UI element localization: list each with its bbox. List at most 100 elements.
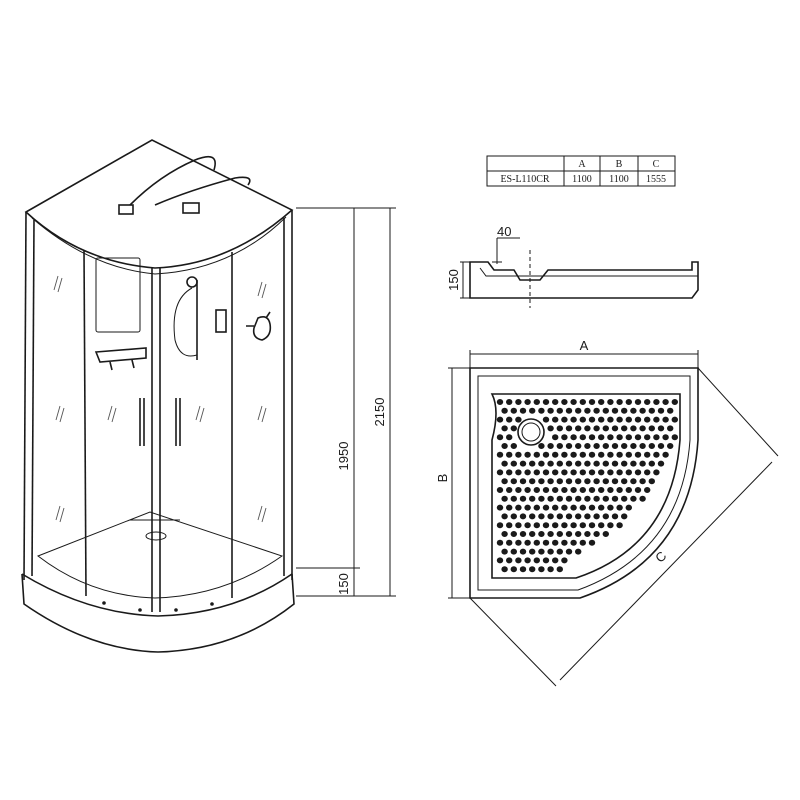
anti-slip-dot bbox=[575, 478, 582, 485]
anti-slip-dot bbox=[579, 399, 586, 405]
anti-slip-dot bbox=[630, 407, 637, 414]
anti-slip-dot bbox=[538, 548, 545, 555]
anti-slip-dot bbox=[561, 504, 568, 511]
anti-slip-dot bbox=[501, 513, 508, 520]
anti-slip-dot bbox=[538, 460, 545, 467]
anti-slip-dot bbox=[501, 443, 508, 449]
anti-slip-dot bbox=[657, 407, 665, 414]
spec-table: A B C ES-L110CR 1100 1100 1555 bbox=[486, 155, 676, 187]
door-handles bbox=[139, 398, 181, 446]
anti-slip-dot bbox=[575, 407, 582, 414]
anti-slip-dot bbox=[547, 443, 554, 449]
anti-slip-dot bbox=[506, 434, 513, 441]
anti-slip-dot bbox=[630, 495, 637, 502]
anti-slip-dot bbox=[579, 539, 586, 546]
anti-slip-dot bbox=[588, 522, 596, 529]
anti-slip-dot bbox=[593, 443, 600, 449]
anti-slip-dot bbox=[639, 495, 646, 502]
anti-slip-dot bbox=[529, 407, 536, 414]
anti-slip-dot bbox=[533, 539, 540, 546]
anti-slip-dot bbox=[588, 469, 596, 476]
anti-slip-dot bbox=[552, 487, 559, 493]
anti-slip-dot bbox=[570, 522, 577, 529]
anti-slip-dot bbox=[533, 522, 540, 529]
anti-slip-dot bbox=[653, 399, 660, 405]
anti-slip-dot bbox=[552, 504, 559, 511]
anti-slip-dot bbox=[561, 557, 568, 564]
tray-skirt bbox=[21, 573, 295, 653]
anti-slip-dot bbox=[565, 548, 573, 555]
anti-slip-dot bbox=[598, 451, 605, 458]
anti-slip-dot bbox=[598, 416, 605, 423]
anti-slip-dot bbox=[584, 495, 591, 502]
anti-slip-dot bbox=[515, 487, 522, 493]
anti-slip-dot bbox=[542, 557, 550, 564]
anti-slip-dot bbox=[547, 531, 554, 537]
anti-slip-dot bbox=[602, 425, 609, 432]
anti-slip-dot bbox=[496, 487, 504, 493]
anti-slip-dot bbox=[588, 539, 596, 546]
anti-slip-dot bbox=[588, 504, 596, 511]
anti-slip-dot bbox=[621, 478, 628, 485]
anti-slip-dot bbox=[602, 531, 609, 537]
anti-slip-dot bbox=[662, 399, 669, 405]
anti-slip-dot bbox=[556, 566, 563, 573]
spec-value-b: 1100 bbox=[609, 174, 629, 185]
anti-slip-dot bbox=[621, 425, 628, 432]
anti-slip-dot bbox=[565, 513, 573, 520]
anti-slip-dot bbox=[607, 451, 614, 458]
anti-slip-dot bbox=[501, 495, 508, 502]
cabin-roof-rim bbox=[31, 216, 287, 275]
anti-slip-dot bbox=[570, 416, 577, 423]
anti-slip-dot bbox=[639, 460, 646, 467]
anti-slip-dot bbox=[570, 469, 577, 476]
anti-slip-dot bbox=[671, 416, 678, 423]
anti-slip-dot bbox=[519, 478, 527, 485]
anti-slip-dot bbox=[542, 487, 550, 493]
door-left-frame bbox=[83, 249, 87, 597]
anti-slip-dot bbox=[542, 399, 550, 405]
anti-slip-dot bbox=[524, 399, 531, 405]
total-height-label: 2150 bbox=[372, 398, 387, 427]
anti-slip-dot bbox=[616, 487, 623, 493]
anti-slip-dot bbox=[575, 460, 582, 467]
anti-slip-dot bbox=[634, 469, 642, 476]
anti-slip-dot bbox=[547, 548, 554, 555]
anti-slip-dot bbox=[496, 416, 504, 423]
anti-slip-dot bbox=[533, 487, 540, 493]
anti-slip-dot bbox=[496, 522, 504, 529]
anti-slip-dot bbox=[542, 504, 550, 511]
anti-slip-dot bbox=[524, 522, 531, 529]
anti-slip-dot bbox=[598, 522, 605, 529]
anti-slip-dot bbox=[648, 407, 655, 414]
anti-slip-dot bbox=[524, 557, 531, 564]
anti-slip-dot bbox=[611, 495, 619, 502]
anti-slip-dot bbox=[584, 460, 591, 467]
anti-slip-dot bbox=[515, 399, 522, 405]
anti-slip-dot bbox=[501, 566, 508, 573]
tray-floor bbox=[36, 511, 284, 599]
anti-slip-dot bbox=[598, 504, 605, 511]
anti-slip-dot bbox=[561, 522, 568, 529]
anti-slip-dot bbox=[556, 495, 563, 502]
anti-slip-dot bbox=[510, 425, 517, 432]
anti-slip-dot bbox=[662, 416, 669, 423]
anti-slip-dot bbox=[579, 504, 586, 511]
spec-value-c: 1555 bbox=[646, 174, 666, 185]
roof-vent-icon bbox=[182, 202, 200, 214]
roof-hose-icon bbox=[129, 155, 251, 206]
anti-slip-dot bbox=[593, 513, 600, 520]
anti-slip-dot bbox=[584, 443, 591, 449]
anti-slip-dot bbox=[552, 399, 559, 405]
anti-slip-dot bbox=[556, 460, 563, 467]
anti-slip-dot bbox=[519, 548, 527, 555]
spec-header-a: A bbox=[578, 159, 586, 170]
anti-slip-dot bbox=[625, 504, 632, 511]
anti-slip-dot bbox=[570, 504, 577, 511]
anti-slip-dot bbox=[570, 434, 577, 441]
anti-slip-dot bbox=[515, 557, 522, 564]
cabin-left-post bbox=[23, 211, 27, 581]
anti-slip-dot bbox=[602, 407, 609, 414]
anti-slip-dot bbox=[593, 531, 600, 537]
anti-slip-dot bbox=[510, 513, 517, 520]
